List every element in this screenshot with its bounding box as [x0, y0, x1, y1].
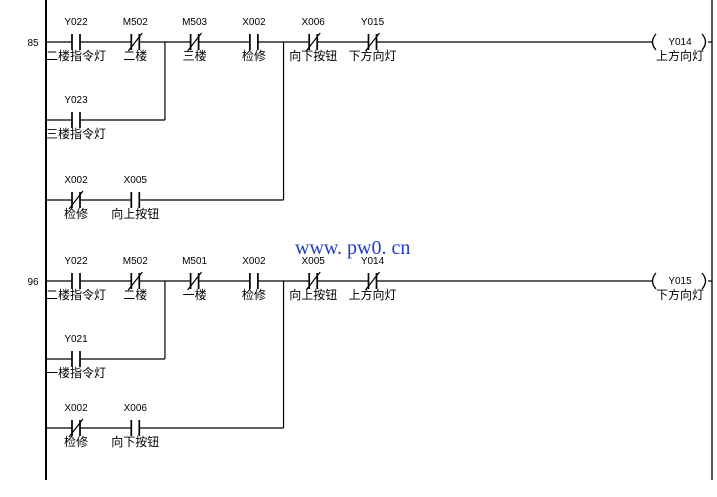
contact-comment: 二楼指令灯	[46, 287, 106, 302]
parallel-branch: X002 检修 X005 向上按钮	[46, 42, 285, 221]
contact-address: M501	[182, 256, 207, 267]
contact-comment: 二楼指令灯	[46, 48, 106, 63]
contact-slash	[187, 32, 203, 52]
coil-right-paren	[701, 33, 707, 51]
contact-address: X002	[242, 17, 266, 28]
rung: 85 Y022 二楼指令灯 M502 二楼 M503 三楼 X002 检修 X006 向下按钮 Y01…	[27, 17, 712, 221]
contact-comment: 三楼指令灯	[46, 126, 106, 141]
contact: M503 三楼	[182, 17, 207, 63]
contact: X005 向上按钮	[289, 256, 337, 302]
contact-address: Y021	[64, 334, 88, 345]
contact-address: Y022	[64, 17, 88, 28]
parallel-branch: Y021 一楼指令灯	[46, 281, 166, 380]
contact-address: Y023	[64, 95, 88, 106]
contact-slash	[305, 271, 321, 291]
contact-comment: 三楼	[183, 48, 207, 63]
contact-address: Y014	[361, 256, 385, 267]
step-number: 85	[27, 38, 39, 49]
contact-comment: 二楼	[123, 48, 147, 63]
rungs: 85Y022二楼指令灯M502二楼M503三楼X002检修X006向下按钮Y01…	[27, 17, 712, 449]
contact-slash	[127, 271, 143, 291]
contact-slash	[365, 271, 380, 291]
coil-icon	[651, 272, 707, 290]
contact-address: X005	[302, 256, 326, 267]
contact-slash	[187, 271, 203, 291]
contact-address: X005	[124, 175, 148, 186]
contact: X002 检修	[64, 403, 88, 449]
watermark: www. pw0. cn	[295, 237, 410, 259]
contact: X005 向上按钮	[111, 175, 159, 221]
coil-address: Y015	[668, 276, 692, 287]
contact-address: X006	[302, 17, 326, 28]
coil-comment: 下方向灯	[656, 287, 704, 302]
contact: M502 二楼	[123, 256, 148, 302]
coil-left-paren	[651, 33, 657, 51]
contact-comment: 检修	[242, 48, 266, 63]
contact-address: M503	[182, 17, 207, 28]
coil-right-paren	[701, 272, 707, 290]
contact-address: M502	[123, 17, 148, 28]
contact-slash	[68, 190, 84, 210]
contact-comment: 向上按钮	[289, 287, 337, 302]
contact-comment: 下方向灯	[348, 48, 396, 63]
contact: X002 检修	[64, 175, 88, 221]
coil-address: Y014	[668, 37, 692, 48]
contact: Y015 下方向灯	[348, 17, 396, 63]
contact: X006 向下按钮	[289, 17, 337, 63]
coil-icon	[651, 33, 707, 51]
contact-comment: 向下按钮	[289, 48, 337, 63]
contact-slash	[127, 32, 143, 52]
contact-address: X006	[124, 403, 148, 414]
contact-comment: 向上按钮	[111, 206, 159, 221]
contact-slash	[68, 418, 84, 438]
contact-comment: 检修	[64, 206, 88, 221]
contact-address: Y022	[64, 256, 88, 267]
contact-comment: 一楼	[183, 287, 207, 302]
contact-comment: 向下按钮	[111, 434, 159, 449]
contact-slash	[305, 32, 321, 52]
contact-address: Y015	[361, 17, 385, 28]
contact-address: X002	[64, 403, 88, 414]
contact-comment: 检修	[242, 287, 266, 302]
coil-left-paren	[651, 272, 657, 290]
contact-comment: 二楼	[123, 287, 147, 302]
rung: 96 Y022 二楼指令灯 M502 二楼 M501 一楼 X002 检修 X005 向上按钮 Y01…	[27, 256, 712, 449]
contact-address: X002	[242, 256, 266, 267]
step-number: 96	[27, 277, 39, 288]
contact-comment: 检修	[64, 434, 88, 449]
contact-comment: 上方向灯	[348, 287, 396, 302]
parallel-branch: Y023 三楼指令灯	[46, 42, 166, 141]
contact-slash	[365, 32, 380, 52]
contact-address: M502	[123, 256, 148, 267]
contact-comment: 一楼指令灯	[46, 365, 106, 380]
coil-comment: 上方向灯	[656, 48, 704, 63]
contact-address: X002	[64, 175, 88, 186]
parallel-branch: X002 检修 X006 向下按钮	[46, 281, 285, 449]
contact: X002 检修	[242, 256, 266, 302]
